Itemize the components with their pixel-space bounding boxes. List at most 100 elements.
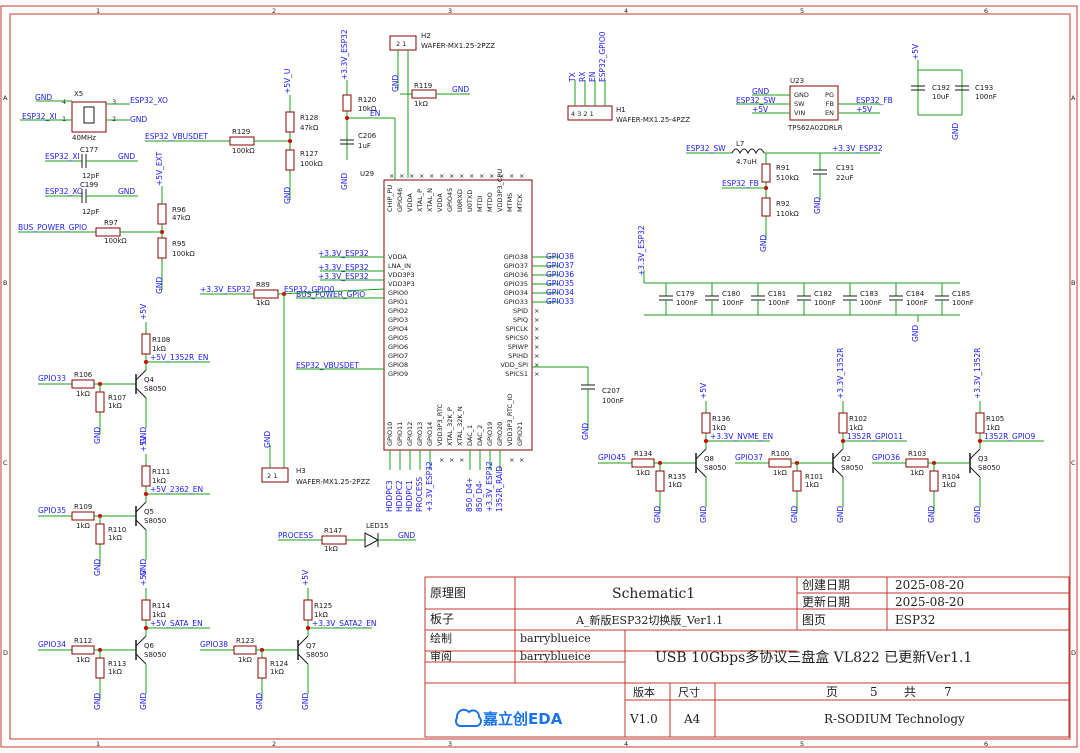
u29-pin-gpio19: GPIO19 [486,422,494,446]
transistor-ref: Q5 [144,508,154,516]
driver-rbe-value: 1kΩ [805,481,820,489]
svg-text:WAFER-MX1.25-4PZZ: WAFER-MX1.25-4PZZ [616,116,690,124]
driver-gpio-net: GPIO36 [872,453,900,462]
u29-pin-gpio2: GPIO2 [388,307,408,315]
resistor-r108[interactable] [141,333,151,355]
resistor-r106[interactable] [71,379,95,389]
resistor-r123[interactable] [233,645,257,655]
net-+3.3v_esp32: +3.3V_ESP32 [425,461,434,512]
buck-output[interactable]: ESP32_SW L7 4.7uH +3.3V_ESP32 ESP32_FB R… [686,140,883,252]
resistor-r124[interactable] [257,657,267,679]
svg-text:GND: GND [951,123,960,140]
cap-c199[interactable]: C199 12pF ESP32_XO GND [45,181,138,216]
cap-c177[interactable]: C177 12pF ESP32_XI GND [45,146,138,180]
tb-sheet-label: 图页 [802,613,826,627]
resistor-r109[interactable] [71,511,95,521]
resistor-r136[interactable] [701,412,711,434]
decoupling-cap-bank[interactable]: +3.3V_ESP32 GND C179100nFC180100nFC18110… [637,225,974,342]
no-connect-marker: × [534,370,539,378]
svg-text:GND: GND [452,85,469,94]
resistor-r103[interactable] [905,458,929,468]
driver-supply-net: +3.3V_1352R [973,348,982,399]
resistor-r110[interactable] [95,523,105,545]
svg-text:GND: GND [759,235,768,252]
svg-text:H1: H1 [616,106,626,114]
net-esp32-xi: ESP32_XI [22,112,57,121]
cap-value: 100nF [906,299,928,307]
no-connect-marker: × [439,172,444,180]
resistor-r100[interactable] [768,458,792,468]
connector-h2[interactable]: 2 1 H2 WAFER-MX1.25-2PZZ GND [389,32,495,178]
resistor-r112[interactable] [71,645,95,655]
led-process[interactable]: PROCESS R147 1kΩ LED15 GND [278,522,416,553]
u29-pin-vdda: VDDA [406,193,414,212]
driver-rc-ref: R136 [712,415,731,423]
title-block: 原理图 Schematic1 板子 A_新版ESP32切换版_Ver1.1 绘制… [424,576,1070,738]
divider-vbusdet[interactable]: ESP32_VBUSDET R129 100kΩ R128 47kΩ R127 … [145,69,323,204]
svg-text:GND: GND [118,152,135,161]
input-caps[interactable]: C192 10uF C193 100nF +5V GND [911,43,997,140]
svg-text:ESP32_XI: ESP32_XI [45,152,80,161]
transistor-lead [135,387,147,399]
resistor-r101[interactable] [792,470,802,492]
border-col-5: 5 [800,740,804,748]
no-connect-marker: × [459,172,464,180]
resistor-r104[interactable] [929,470,939,492]
resistor-r102[interactable] [838,412,848,434]
transistor-lead [135,369,147,381]
u29-pin-mtck: MTCK [516,193,524,212]
svg-text:+5V_U: +5V_U [283,69,292,94]
u29-pin-spiclk: SPICLK [506,325,529,333]
en-network[interactable]: R120 10kΩ C206 1uF EN +3.3V_ESP32 GND U2… [340,29,395,190]
svg-text:+3.3V_ESP32: +3.3V_ESP32 [318,249,369,258]
resistor-r134[interactable] [631,458,655,468]
u29-pin-spics0: SPICS0 [505,334,528,342]
resistor-r135[interactable] [655,470,665,492]
connector-h1[interactable]: 4 3 2 1 H1 WAFER-MX1.25-4PZZ TX RX EN ES… [567,31,690,124]
tb-drawn-label: 绘制 [430,631,452,645]
resistor-r125[interactable] [303,599,313,621]
driver-rc-ref: R125 [314,602,332,610]
transistor-ref: Q2 [841,455,851,463]
resistor-r113[interactable] [95,657,105,679]
svg-text:R120: R120 [358,96,376,104]
resistor-r119[interactable]: R119 1kΩ GND [400,82,470,108]
driver-gpio-net: GPIO37 [735,453,763,462]
transistor-lead [969,466,981,478]
svg-text:100nF: 100nF [975,93,997,101]
u29-pin-vdda: VDDA [388,253,407,261]
transistor-model: S8050 [306,651,328,659]
u29-pin-gpio10: GPIO10 [386,422,394,446]
driver-rc-value: 1kΩ [314,611,329,619]
driver-rbe-ref: R135 [668,473,686,481]
driver-rbe-ref: R101 [805,473,823,481]
crystal-x5[interactable]: X5 40MHz 32 14 GND ESP32_XO GND ESP32_XI [20,90,168,142]
boot-gpio0[interactable]: +3.3V_ESP32 R89 1kΩ ESP32_GPIO0 2 1 H3 W… [200,281,385,486]
no-connect-marker: × [399,172,404,180]
divider-bus-power[interactable]: BUS_POWER_GPIO R97 100kΩ R96 47kΩ R95 10… [18,151,195,294]
resistor-r114[interactable] [141,599,151,621]
resistor-r107[interactable] [95,391,105,413]
ic-u29-esp32[interactable]: VDDALNA_INVDD3P3VDD3P3GPIO0GPIO1GPIO2GPI… [296,118,624,512]
svg-text:C193: C193 [975,84,993,92]
driver-rbe-value: 1kΩ [108,668,123,676]
transistor-lead [695,448,707,460]
resistor-r111[interactable] [141,465,151,487]
resistor-r105[interactable] [975,412,985,434]
